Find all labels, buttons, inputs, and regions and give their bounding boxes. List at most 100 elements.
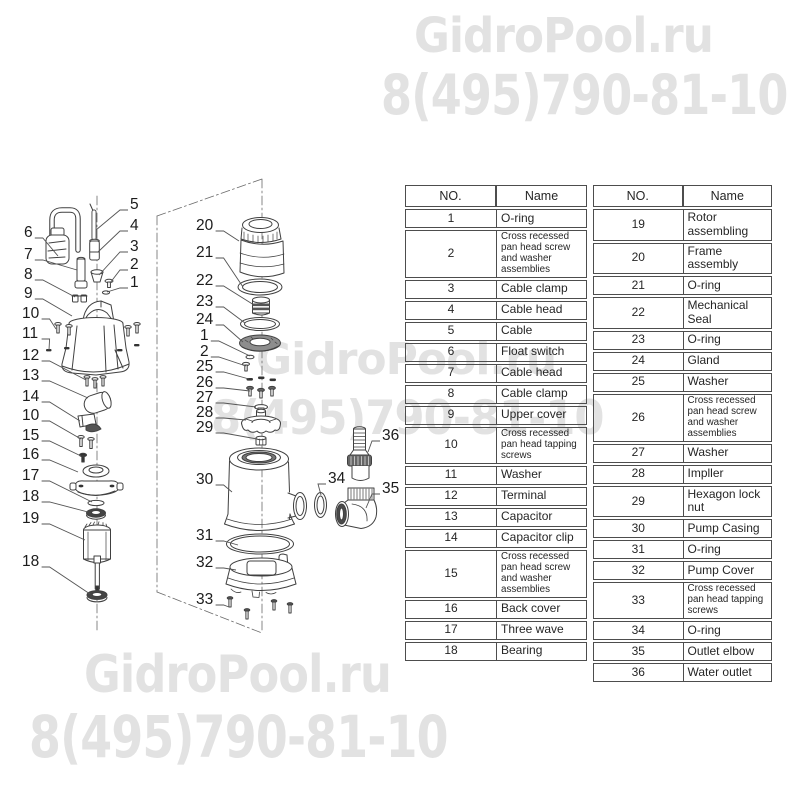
callout-number-21: 21 (196, 244, 213, 261)
callout-number-5: 5 (130, 196, 139, 213)
column-header-name: Name (496, 185, 587, 207)
part-number: 36 (593, 663, 683, 683)
part-name: Cable clamp (496, 279, 587, 299)
part-number: 4 (405, 300, 496, 320)
leader-line (215, 402, 257, 408)
part-mechanical-seal (252, 296, 270, 316)
part-cable-clamp-3 (90, 269, 104, 283)
part-number: 20 (593, 242, 683, 275)
part-name: Three wave (496, 620, 587, 640)
part-capacitor (83, 391, 112, 414)
callout-number-18: 18 (22, 553, 39, 570)
part-name: O-ring (496, 209, 587, 228)
callout-number-10: 10 (22, 407, 40, 424)
part-number: 35 (593, 642, 683, 662)
part-screw-2m (242, 361, 250, 372)
part-number: 11 (405, 465, 496, 485)
part-washers-25 (246, 376, 276, 382)
leader-line (317, 483, 326, 496)
part-tapping-screws-10 (54, 322, 141, 337)
callout-number-31: 31 (196, 527, 213, 544)
leader-line (215, 285, 255, 306)
leader-line (41, 380, 89, 399)
part-name: Cross recessed pan head screw and washer… (682, 393, 772, 442)
leader-line (41, 420, 82, 440)
part-float-switch (45, 207, 81, 265)
part-oring-31 (226, 533, 294, 555)
part-number: 33 (593, 582, 683, 620)
callout-number-33: 33 (196, 591, 213, 608)
column-header-no: NO. (593, 185, 683, 207)
part-screws-26 (246, 385, 276, 399)
callout-number-30: 30 (196, 471, 214, 488)
part-washers-11 (46, 344, 140, 352)
part-number: 25 (593, 372, 683, 392)
part-name: Cable head (496, 363, 587, 383)
part-number: 17 (405, 620, 496, 640)
leader-line (41, 401, 81, 422)
callout-number-28: 28 (196, 404, 213, 421)
part-number: 7 (405, 363, 496, 383)
callout-number-26: 26 (196, 374, 213, 391)
part-pump-casing (224, 447, 307, 531)
leader-line (215, 306, 246, 324)
part-name: Cross recessed pan head tapping screws (496, 426, 587, 464)
part-name: Rotor assembling (682, 209, 772, 241)
column-header-name: Name (682, 185, 772, 207)
leader-line (34, 279, 76, 298)
part-hex-nut (255, 435, 267, 446)
leader-line (109, 269, 128, 284)
callout-number-35: 35 (382, 480, 399, 497)
part-name: Pump Casing (682, 519, 772, 539)
callout-number-25: 25 (196, 358, 213, 375)
part-name: Capacitor clip (496, 528, 587, 548)
leader-line (97, 230, 128, 253)
callout-number-3: 3 (130, 238, 139, 255)
part-name: Capacitor (496, 507, 587, 527)
part-name: Cross recessed pan head tapping screws (682, 582, 772, 620)
part-number: 5 (405, 321, 496, 341)
part-bearing-top (86, 508, 106, 520)
callout-number-16: 16 (22, 446, 39, 463)
part-back-cover (69, 464, 124, 496)
watermark-bottom-phone: 8(495)790-81-10 (29, 703, 449, 771)
callout-number-15: 15 (22, 427, 39, 444)
callout-number-27: 27 (196, 389, 213, 406)
callout-number-1: 1 (130, 274, 139, 291)
leader-line (215, 324, 244, 343)
callout-number-32: 32 (196, 554, 213, 571)
callout-number-18: 18 (22, 488, 39, 505)
part-cable-clamp-8 (71, 294, 88, 303)
part-name: Cross recessed pan head screw and washer… (496, 549, 587, 598)
part-name: Terminal (496, 486, 587, 506)
part-name: O-ring (682, 330, 772, 350)
part-number: 30 (593, 519, 683, 539)
watermark-middle-brand: GidroPool.ru (256, 334, 557, 385)
callout-layer: 6789101112131410151617181918543212021222… (22, 196, 399, 608)
callout-number-4: 4 (130, 217, 139, 234)
callout-number-10: 10 (22, 305, 40, 322)
part-impeller (241, 408, 281, 434)
part-number: 32 (593, 561, 683, 581)
part-number: 29 (593, 485, 683, 518)
part-name: Outlet elbow (682, 642, 772, 662)
callout-number-20: 20 (196, 217, 214, 234)
part-number: 26 (593, 393, 683, 442)
table-header-row: NO. Name (405, 185, 587, 207)
